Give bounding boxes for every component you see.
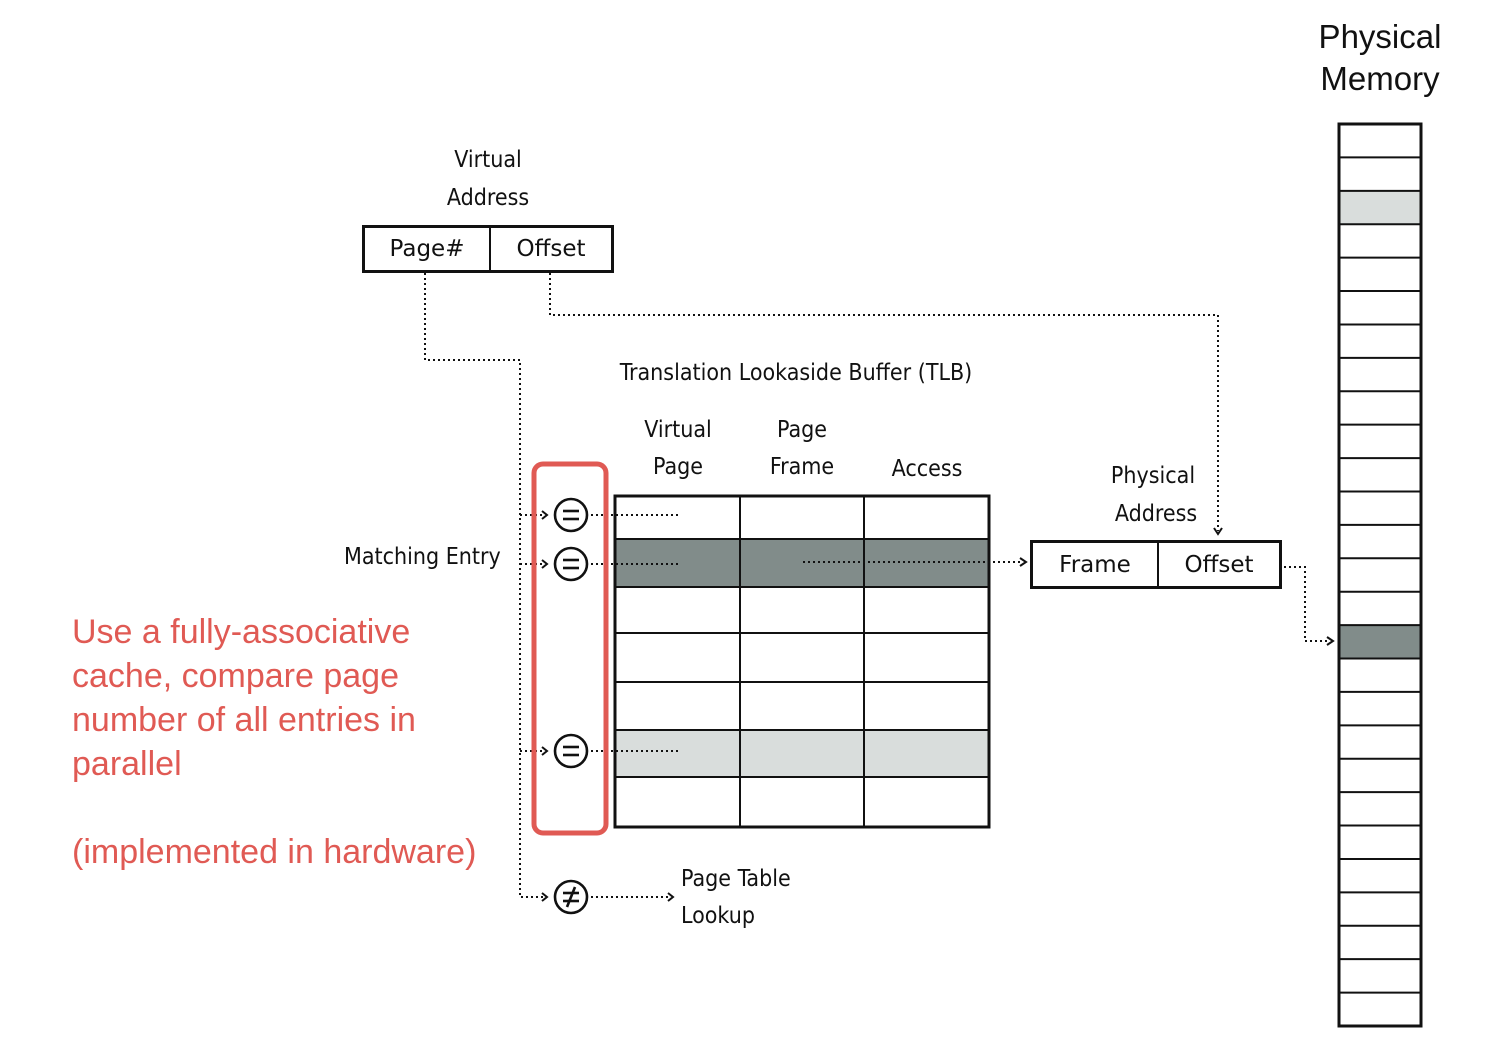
tlb-col-page-frame-line2: Frame: [769, 454, 835, 480]
tlb-grid: [615, 496, 989, 827]
annotation-note: (implemented in hardware): [72, 833, 477, 871]
memory-row-light: [1339, 190, 1421, 224]
physical-address-title-line2: Address: [1114, 501, 1198, 527]
memory-row-dividers: [1339, 156, 1421, 994]
tlb-col-virtual-page-line2: Page: [653, 454, 703, 480]
annotation-line: parallel: [72, 745, 182, 783]
physical-address-path: [1284, 566, 1330, 642]
arrow-heads: [541, 510, 1335, 902]
equal-comparator-icon: [553, 497, 589, 533]
dotted-connectors: [424, 273, 1330, 898]
tlb-outline: [613, 494, 991, 829]
physical-memory-column: [1337, 122, 1423, 1028]
annotation-line: Use a fully-associative: [72, 613, 411, 651]
not-equal-comparator-icon: [553, 879, 589, 915]
virtual-offset-field: Offset: [516, 236, 586, 262]
tlb-col-access: Access: [891, 456, 963, 482]
annotation-text: Use a fully-associative cache, compare p…: [72, 610, 532, 874]
annotation-line: cache, compare page: [72, 657, 399, 695]
annotation-line: number of all entries in: [72, 701, 416, 739]
virtual-address-title-line1: Virtual: [454, 147, 522, 173]
offset-path: [549, 273, 1219, 531]
tlb-col-page-frame-line1: Page: [777, 417, 827, 443]
physical-offset-field: Offset: [1184, 551, 1254, 578]
equal-comparator-icon: [553, 733, 589, 769]
comparators: [553, 497, 589, 915]
tlb-title: Translation Lookaside Buffer (TLB): [619, 360, 973, 386]
page-table-lookup-line1: Page Table: [681, 866, 791, 892]
memory-row-matched: [1339, 625, 1421, 658]
tlb-table: [613, 494, 991, 829]
physical-address-box: Frame Offset: [1030, 540, 1282, 589]
physical-frame-field: Frame: [1033, 543, 1159, 586]
physical-address-title-line1: Physical: [1110, 463, 1196, 489]
tlb-col-virtual-page-line1: Virtual: [644, 417, 712, 443]
matching-entry-label: Matching Entry: [344, 544, 501, 570]
memory-outline: [1337, 122, 1423, 1028]
page-table-lookup-line2: Lookup: [681, 903, 755, 929]
page-number-path: [424, 273, 545, 898]
equal-comparator-icon: [553, 546, 589, 582]
tlb-row-highlighted: [615, 730, 989, 776]
physical-memory-title: Physical Memory: [1318, 18, 1442, 97]
virtual-page-number-field: Page#: [365, 228, 491, 270]
virtual-address-title-line2: Address: [446, 185, 530, 211]
virtual-address-box: Page# Offset: [362, 225, 614, 273]
comparator-highlight-box: [531, 461, 609, 836]
